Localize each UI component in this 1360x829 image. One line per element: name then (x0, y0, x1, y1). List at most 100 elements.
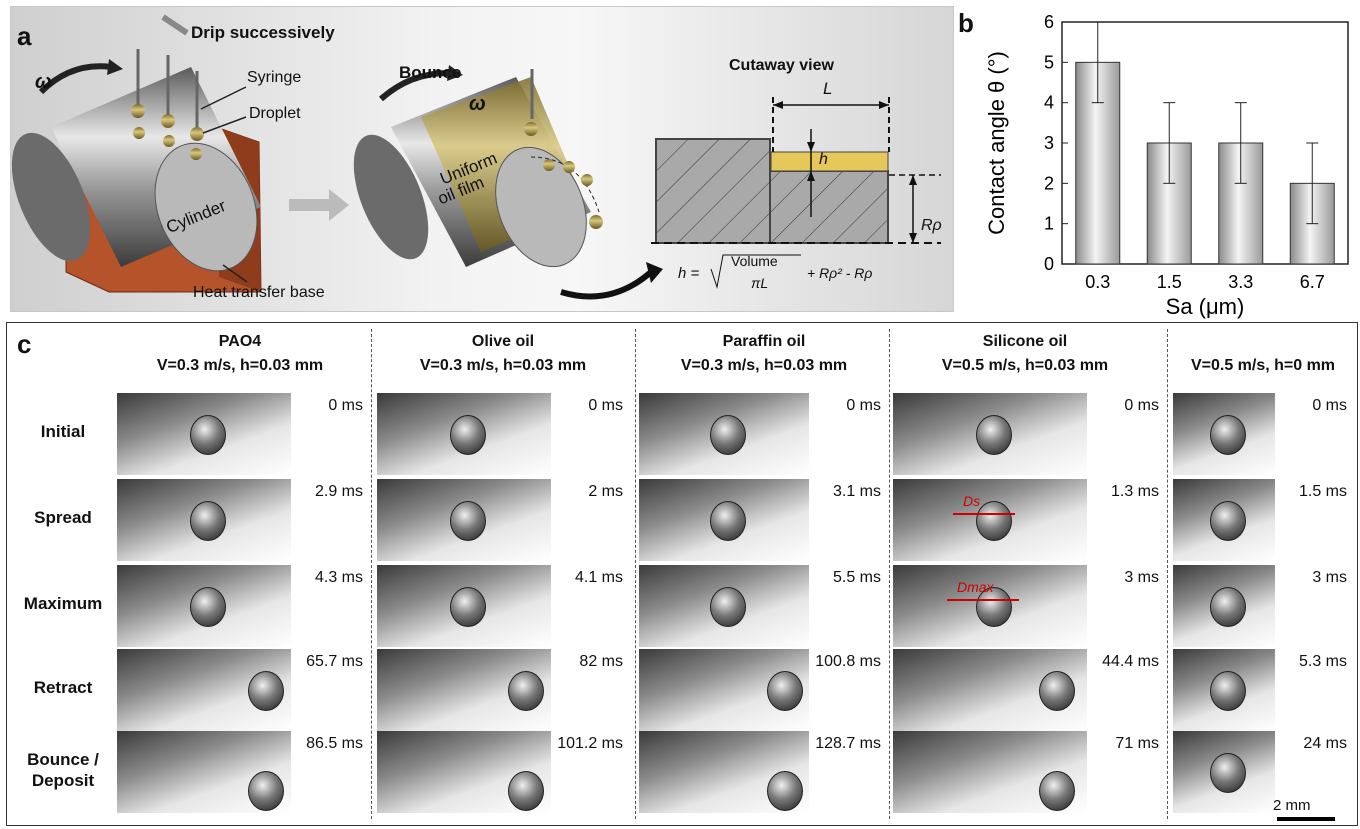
droplet-image (1210, 587, 1246, 627)
frame-c3-r0 (893, 393, 1087, 475)
time-label-c4-r0: 0 ms (1312, 397, 1347, 414)
scale-bar (1277, 817, 1335, 821)
column-condition-3: V=0.5 m/s, h=0.03 mm (941, 357, 1109, 374)
cutaway-title: Cutaway view (729, 57, 834, 74)
panel-a-schematic: a (10, 6, 954, 312)
droplet-image (1038, 771, 1075, 811)
frame-c1-r2 (377, 565, 551, 647)
formula-rest: + Rρ² - Rρ (807, 265, 873, 281)
column-condition-0: V=0.3 m/s, h=0.03 mm (156, 357, 324, 374)
x-axis-label: Sa (μm) (1166, 294, 1245, 319)
panel-c-letter: c (17, 329, 32, 359)
droplet-image (710, 415, 746, 455)
time-label-c4-r3: 5.3 ms (1298, 653, 1347, 670)
bounce-label: Bounce (399, 63, 462, 82)
panel-b-letter: b (958, 8, 974, 38)
ds-arrow (953, 513, 1015, 515)
frame-c3-r4 (893, 731, 1087, 813)
time-label-c4-r2: 3 ms (1312, 569, 1347, 586)
drip-label: Drip successively (191, 23, 335, 42)
dmax-annotation: Dmax (957, 579, 994, 595)
column-condition-4: V=0.5 m/s, h=0 mm (1190, 357, 1336, 374)
time-label-c1-r1: 2 ms (588, 483, 623, 500)
time-label-c2-r0: 0 ms (846, 397, 881, 414)
time-label-c3-r2: 3 ms (1124, 569, 1159, 586)
row-label-4: Bounce / Deposit (27, 750, 99, 790)
time-label-c1-r4: 101.2 ms (557, 735, 623, 752)
frame-c0-r4 (117, 731, 291, 813)
frame-c4-r3 (1173, 649, 1275, 731)
time-label-c1-r3: 82 ms (579, 653, 623, 670)
panel-a-letter: a (17, 21, 32, 51)
y-tick-label-2: 2 (1044, 173, 1054, 193)
ds-annotation: Ds (963, 493, 981, 509)
dmax-arrow (947, 599, 1019, 601)
time-label-c4-r1: 1.5 ms (1298, 483, 1347, 500)
frame-c1-r4 (377, 731, 551, 813)
time-label-c2-r2: 5.5 ms (832, 569, 881, 586)
panel-a-drawing (11, 14, 941, 300)
omega-symbol-1: ω (35, 71, 52, 93)
time-label-c0-r4: 86.5 ms (306, 735, 363, 752)
column-divider-3 (1167, 329, 1168, 819)
droplet-image (450, 587, 486, 627)
row-label-3: Retract (33, 678, 93, 697)
frame-c2-r3 (639, 649, 809, 731)
time-label-c2-r1: 3.1 ms (832, 483, 881, 500)
column-title-1: Olive oil (471, 333, 535, 350)
frame-c0-r1 (117, 479, 291, 561)
L-label: L (823, 79, 833, 98)
droplet-image (976, 587, 1012, 627)
y-tick-label-1: 1 (1044, 214, 1054, 234)
frame-c4-r1 (1173, 479, 1275, 561)
droplet-image (247, 771, 284, 811)
droplet-label: Droplet (249, 105, 301, 122)
droplet-image (1210, 671, 1246, 711)
droplet-image (190, 415, 226, 455)
frame-c2-r1 (639, 479, 809, 561)
syringe-label: Syringe (247, 69, 302, 86)
droplet-image (710, 501, 746, 541)
time-label-c2-r3: 100.8 ms (815, 653, 881, 670)
droplet-image (507, 771, 544, 811)
time-label-c0-r0: 0 ms (328, 397, 363, 414)
heat-base-label: Heat transfer base (193, 284, 325, 301)
frame-c0-r3 (117, 649, 291, 731)
column-title-2: Paraffin oil (722, 333, 806, 350)
x-tick-label-1: 1.5 (1157, 272, 1182, 292)
time-label-c0-r1: 2.9 ms (314, 483, 363, 500)
droplet-image (247, 671, 284, 711)
droplet-image (710, 587, 746, 627)
frame-c2-r2 (639, 565, 809, 647)
droplet-image (766, 771, 803, 811)
frame-c3-r1 (893, 479, 1087, 561)
time-label-c1-r2: 4.1 ms (574, 569, 623, 586)
time-label-c3-r4: 71 ms (1115, 735, 1159, 752)
frame-c1-r1 (377, 479, 551, 561)
column-divider-2 (889, 329, 890, 819)
frame-c2-r0 (639, 393, 809, 475)
droplet-image (450, 501, 486, 541)
time-label-c2-r4: 128.7 ms (815, 735, 881, 752)
y-tick-label-4: 4 (1044, 93, 1054, 113)
droplet-image (190, 587, 226, 627)
droplet-image (1210, 501, 1246, 541)
omega-symbol-2: ω (469, 93, 486, 115)
droplet-image (976, 501, 1012, 541)
formula-numerator: Volume (731, 253, 778, 269)
row-label-0: Initial (40, 422, 86, 441)
scale-bar-label: 2 mm (1273, 797, 1311, 814)
column-title-0: PAO4 (218, 333, 262, 350)
x-tick-label-2: 3.3 (1228, 272, 1253, 292)
frame-c4-r2 (1173, 565, 1275, 647)
column-divider-0 (371, 329, 372, 819)
droplet-image (190, 501, 226, 541)
column-condition-1: V=0.3 m/s, h=0.03 mm (419, 357, 587, 374)
row-label-1: Spread (34, 508, 92, 527)
frame-c3-r3 (893, 649, 1087, 731)
time-label-c4-r4: 24 ms (1303, 735, 1347, 752)
frame-c0-r0 (117, 393, 291, 475)
time-label-c0-r3: 65.7 ms (306, 653, 363, 670)
